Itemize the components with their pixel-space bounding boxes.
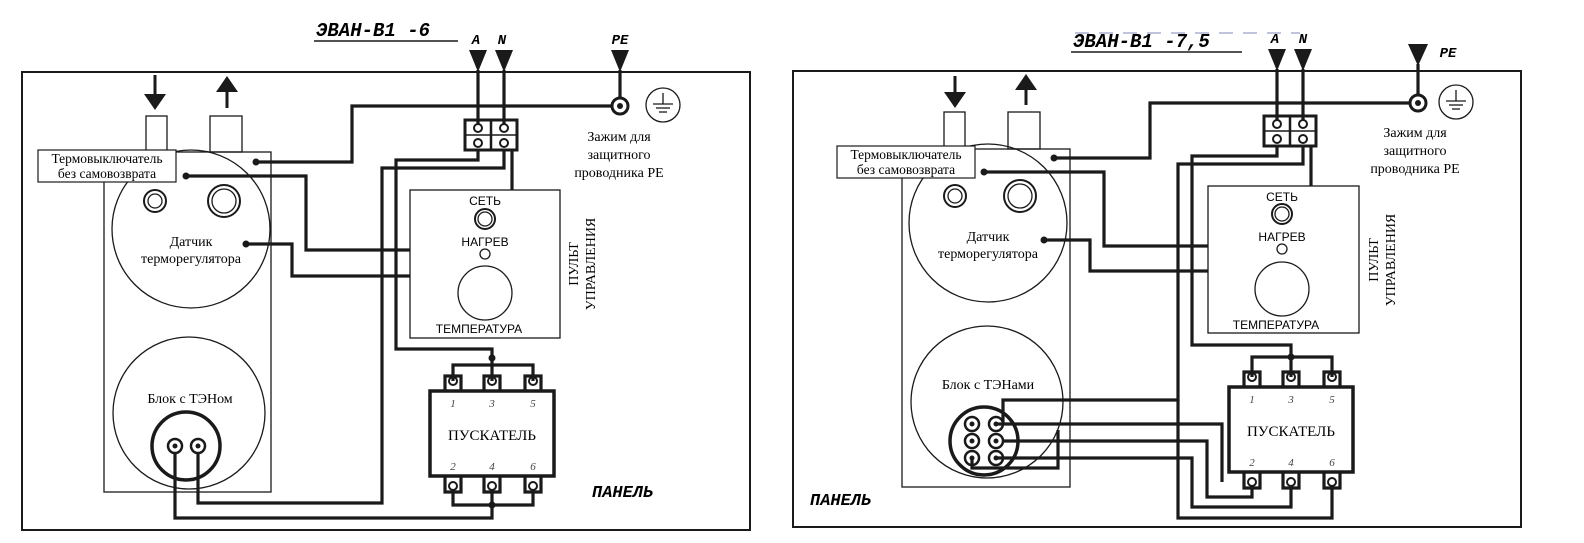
thermo-switch-label-2: без самовозврата [857, 162, 955, 177]
starter-terminal-5: 5 [530, 398, 536, 410]
boiler-body [103, 151, 272, 493]
pe-label: PE [612, 33, 629, 49]
starter-label: ПУСКАТЕЛЬ [1247, 424, 1335, 440]
temperature-knob [457, 265, 513, 321]
boiler-body [901, 148, 1071, 488]
phase-a-label: A [471, 33, 480, 49]
phase-a-label: A [1270, 32, 1279, 48]
pe-label: PE [1440, 46, 1457, 62]
starter-terminal-4: 4 [1288, 457, 1294, 469]
water-inlet-arrow [944, 76, 966, 108]
starter-terminal-3: 3 [488, 398, 495, 410]
clamp-label: Зажим для [587, 130, 651, 145]
ground-icon [645, 87, 681, 123]
heater-block-label: Блок с ТЭНом [147, 392, 232, 407]
starter-terminal-2: 2 [1249, 457, 1255, 469]
starter-terminal-1: 1 [450, 398, 456, 410]
clamp-label: Зажим для [1383, 126, 1447, 141]
console-label-2: УПРАВЛЕНИЯ [584, 218, 599, 311]
temperature-label: ТЕМПЕРАТУРА [1233, 318, 1319, 332]
console-label-2: УПРАВЛЕНИЯ [1384, 214, 1399, 307]
diagram-evan-v1-7-5: ЭВАН-В1 -7,5 ПАНЕЛЬ Датчик терморегулято… [792, 31, 1522, 528]
starter [1227, 385, 1355, 474]
panel-outline [792, 70, 1522, 528]
diagram-title: ЭВАН-В1 -6 [316, 20, 430, 42]
net-indicator-label: СЕТЬ [1266, 190, 1298, 204]
thermo-switch-label-2: без самовозврата [58, 166, 156, 181]
heater-block-label: Блок с ТЭНами [942, 378, 1035, 393]
starter-terminal-3: 3 [1287, 394, 1294, 406]
panel-label: ПАНЕЛЬ [810, 492, 871, 511]
starter [428, 389, 556, 478]
water-outlet-arrow [1015, 74, 1037, 105]
temperature-label: ТЕМПЕРАТУРА [436, 322, 522, 336]
net-indicator-label: СЕТЬ [469, 194, 501, 208]
sensor-label: Датчик [967, 230, 1010, 245]
thermo-switch-label: Термовыключатель [850, 147, 961, 162]
starter-terminal-2: 2 [450, 461, 456, 473]
starter-terminal-6: 6 [530, 461, 536, 473]
heat-indicator-label: НАГРЕВ [1258, 230, 1305, 244]
clamp-label-3: проводника PE [1370, 162, 1459, 177]
clamp-label-2: защитного [1383, 144, 1446, 159]
clamp-label-2: защитного [587, 148, 650, 163]
panel-label: ПАНЕЛЬ [592, 484, 653, 503]
starter-label: ПУСКАТЕЛЬ [448, 428, 536, 444]
neutral-n-label: N [498, 33, 507, 49]
sensor-label: Датчик [170, 235, 213, 250]
starter-terminal-6: 6 [1329, 457, 1335, 469]
water-inlet-arrow [144, 75, 166, 110]
clamp-label-3: проводника PE [574, 166, 663, 181]
sensor-label-2: терморегулятора [141, 252, 242, 267]
neutral-n-label: N [1299, 32, 1308, 48]
starter-terminal-1: 1 [1249, 394, 1255, 406]
ground-icon [1438, 84, 1474, 120]
thermo-switch-label: Термовыключатель [51, 151, 162, 166]
temperature-knob [1254, 261, 1310, 317]
heat-indicator-label: НАГРЕВ [461, 235, 508, 249]
starter-terminal-4: 4 [489, 461, 495, 473]
console-label: ПУЛЬТ [567, 242, 582, 286]
console-label: ПУЛЬТ [1367, 238, 1382, 282]
control-console [1207, 185, 1360, 334]
water-outlet-arrow [216, 76, 238, 108]
sensor-label-2: терморегулятора [938, 247, 1039, 262]
diagram-evan-v1-6: ЭВАН-В1 -6 ПАНЕЛЬ Датчик терморегулятора… [21, 20, 751, 531]
diagram-title: ЭВАН-В1 -7,5 [1073, 31, 1210, 53]
panel-outline [21, 71, 751, 531]
control-console [409, 189, 561, 339]
starter-terminal-5: 5 [1329, 394, 1335, 406]
